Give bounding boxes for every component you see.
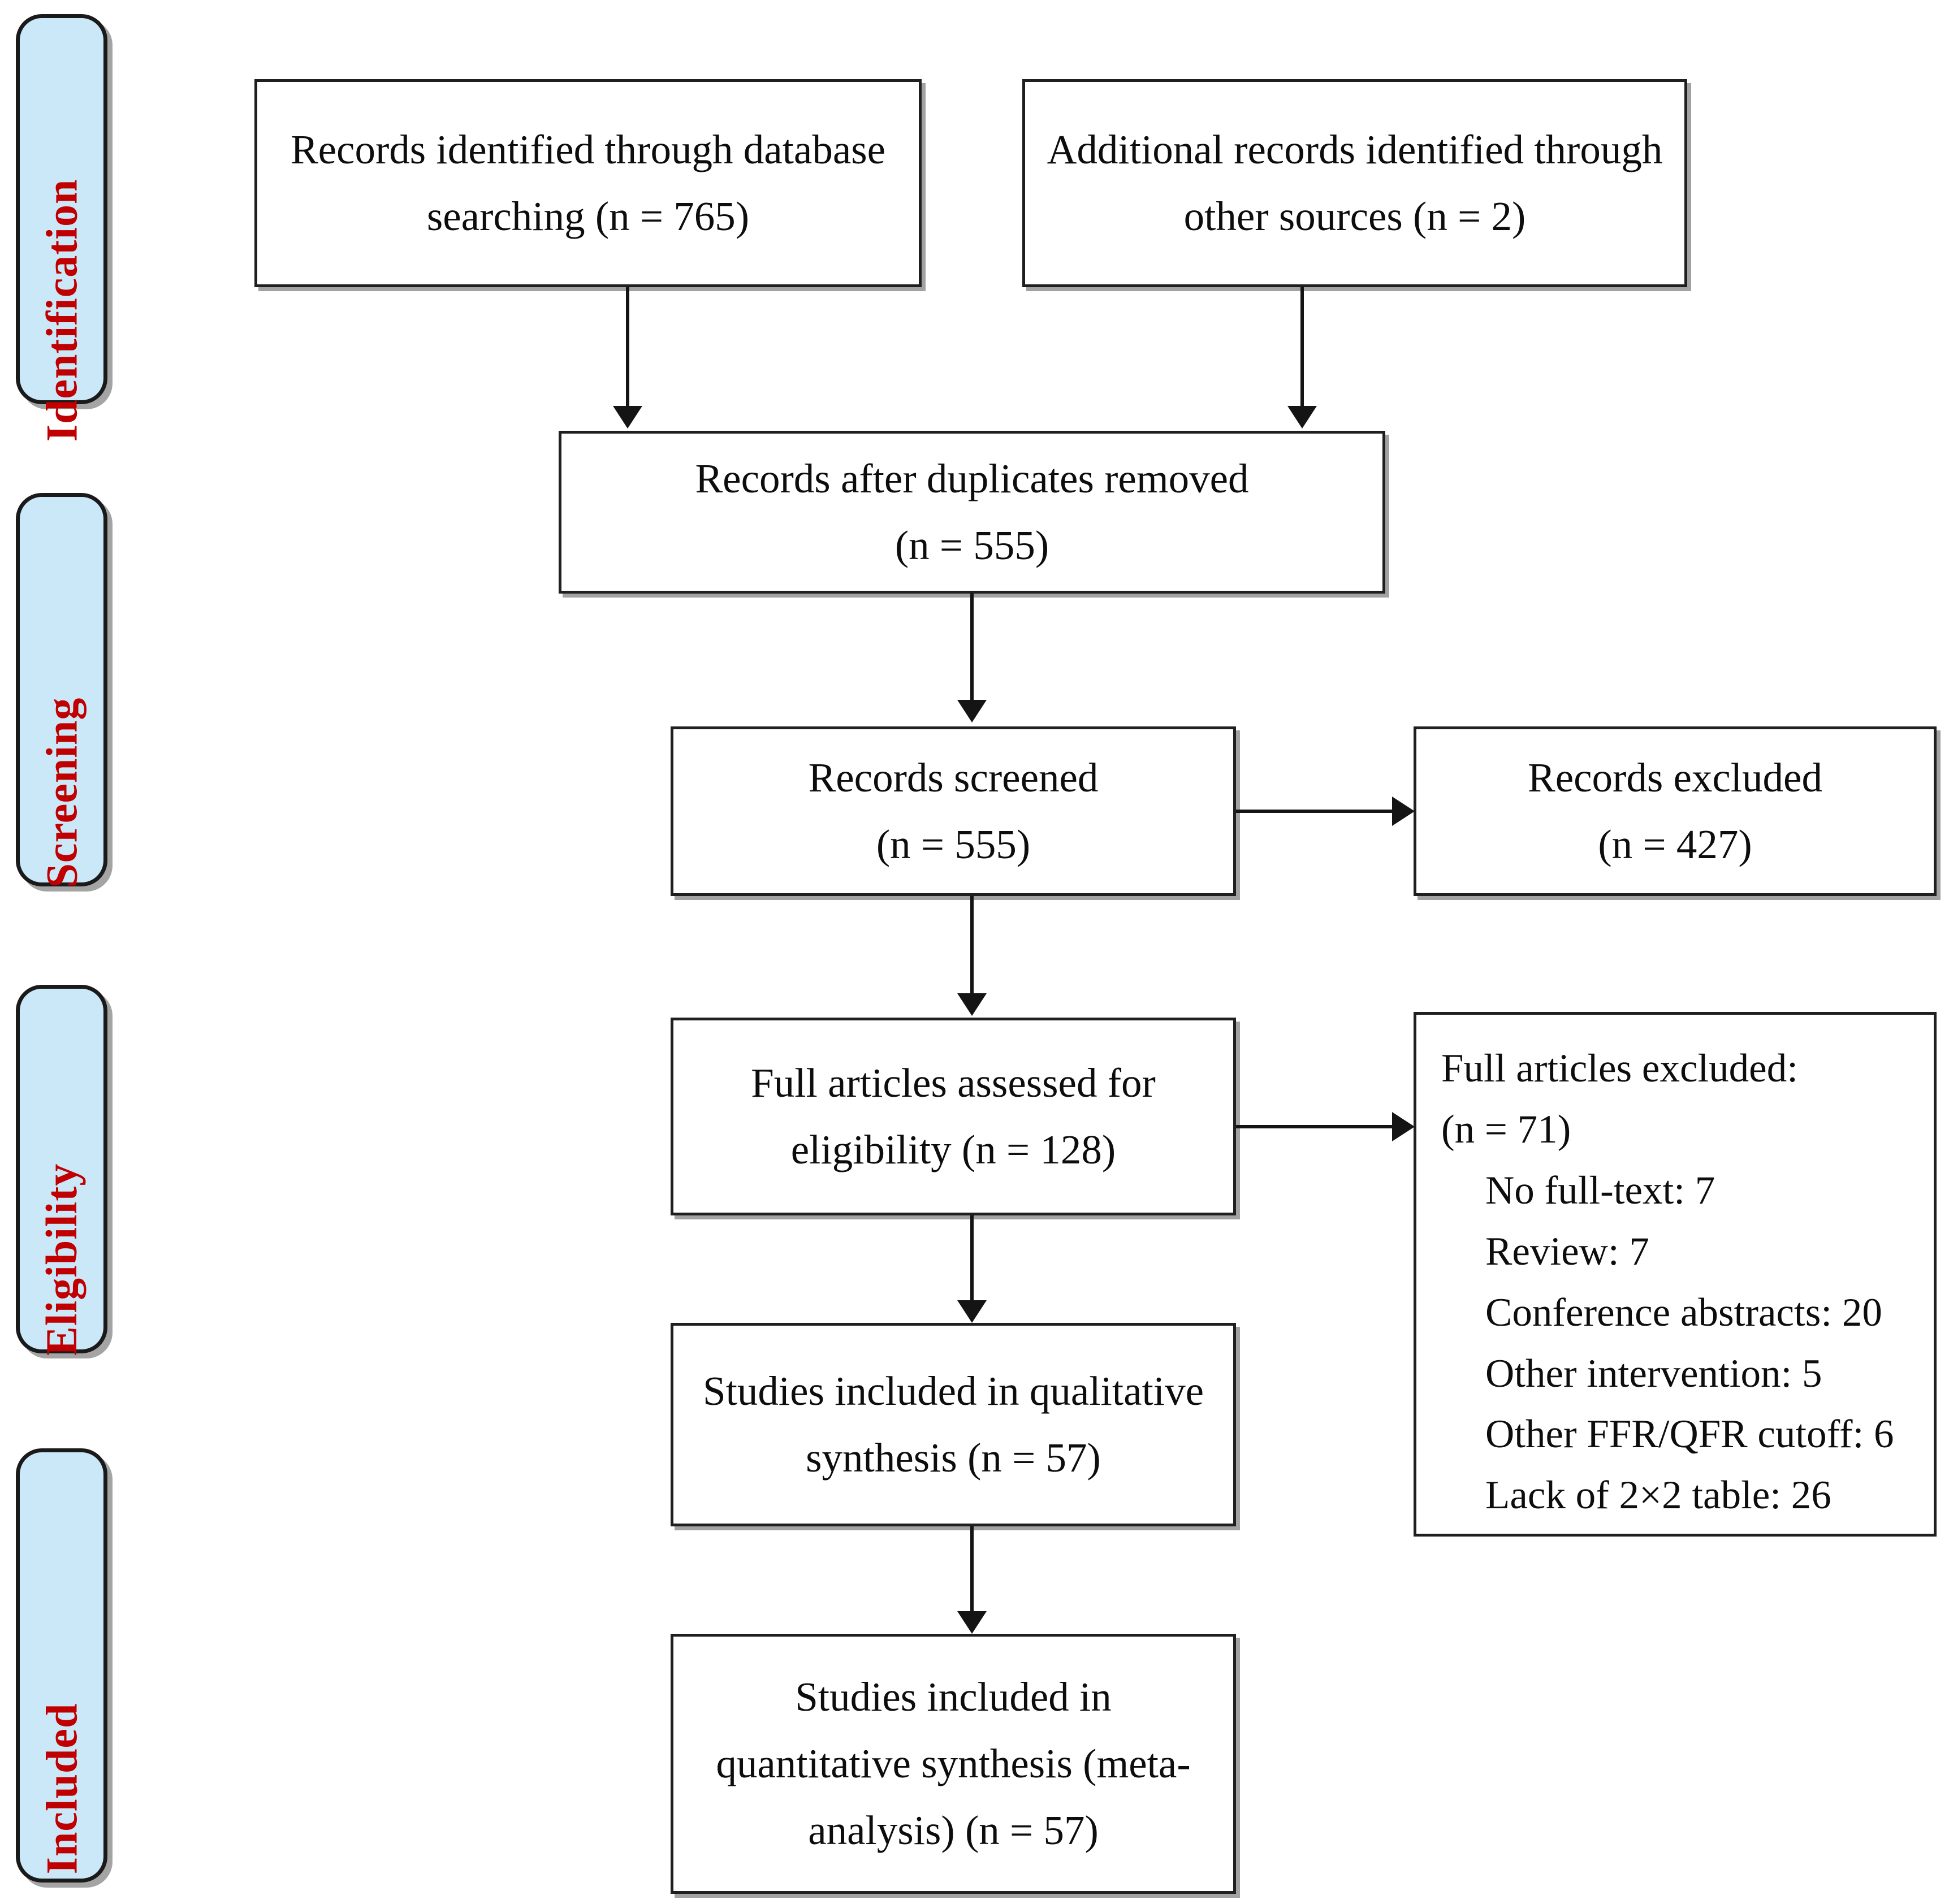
arrowhead-assessed-to-excluded bbox=[1392, 1112, 1415, 1141]
box-additional-records-other-sources-text: Additional records identified through ot… bbox=[1047, 126, 1663, 239]
box-full-articles-assessed: Full articles assessed for eligibility (… bbox=[671, 1018, 1236, 1215]
connector-screened-to-assessed bbox=[970, 896, 974, 995]
box-full-articles-assessed-text: Full articles assessed for eligibility (… bbox=[751, 1059, 1156, 1172]
box-full-articles-excluded: Full articles excluded: (n = 71) No full… bbox=[1414, 1012, 1937, 1537]
connector-screened-to-excluded bbox=[1236, 810, 1395, 813]
box-records-excluded-text: Records excluded (n = 427) bbox=[1528, 754, 1822, 867]
arrowhead-database-to-duplicates bbox=[613, 406, 642, 429]
box-quantitative-synthesis-text: Studies included in quantitative synthes… bbox=[716, 1673, 1191, 1854]
arrowhead-screened-to-assessed bbox=[957, 993, 987, 1016]
stage-label-screening: Screening bbox=[37, 697, 87, 888]
stage-label-included: Included bbox=[37, 1703, 87, 1875]
connector-assessed-to-qualitative bbox=[970, 1215, 974, 1303]
connector-database-to-duplicates bbox=[626, 287, 629, 408]
box-records-after-duplicates-removed: Records after duplicates removed (n = 55… bbox=[559, 431, 1385, 594]
box-records-screened-text: Records screened (n = 555) bbox=[808, 754, 1099, 867]
box-records-identified-database-text: Records identified through database sear… bbox=[290, 126, 886, 239]
box-qualitative-synthesis: Studies included in qualitative synthesi… bbox=[671, 1323, 1236, 1526]
stage-pill-included: Included bbox=[16, 1448, 107, 1883]
box-records-after-duplicates-removed-text: Records after duplicates removed (n = 55… bbox=[695, 455, 1249, 568]
arrowhead-duplicates-to-screened bbox=[957, 700, 987, 722]
box-additional-records-other-sources: Additional records identified through ot… bbox=[1022, 79, 1687, 287]
connector-assessed-to-excluded bbox=[1236, 1125, 1395, 1128]
box-qualitative-synthesis-text: Studies included in qualitative synthesi… bbox=[703, 1368, 1204, 1481]
arrowhead-qualitative-to-quantitative bbox=[957, 1611, 987, 1634]
connector-other-sources-to-duplicates bbox=[1300, 287, 1304, 408]
connector-qualitative-to-quantitative bbox=[970, 1526, 974, 1614]
box-quantitative-synthesis: Studies included in quantitative synthes… bbox=[671, 1634, 1236, 1894]
stage-pill-eligibility: Eligibility bbox=[16, 985, 107, 1356]
stage-label-eligibility: Eligibility bbox=[37, 1163, 86, 1356]
box-records-identified-database: Records identified through database sear… bbox=[254, 79, 922, 287]
stage-label-identification: Identification bbox=[37, 179, 87, 442]
arrowhead-screened-to-excluded bbox=[1392, 797, 1415, 826]
box-records-excluded: Records excluded (n = 427) bbox=[1414, 726, 1937, 896]
stage-pill-identification: Identification bbox=[16, 14, 107, 442]
arrowhead-other-sources-to-duplicates bbox=[1287, 406, 1317, 429]
stage-pill-screening: Screening bbox=[16, 493, 107, 888]
connector-duplicates-to-screened bbox=[970, 594, 974, 701]
box-full-articles-excluded-text: Full articles excluded: (n = 71) No full… bbox=[1441, 1046, 1894, 1518]
box-records-screened: Records screened (n = 555) bbox=[671, 726, 1236, 896]
arrowhead-assessed-to-qualitative bbox=[957, 1300, 987, 1323]
